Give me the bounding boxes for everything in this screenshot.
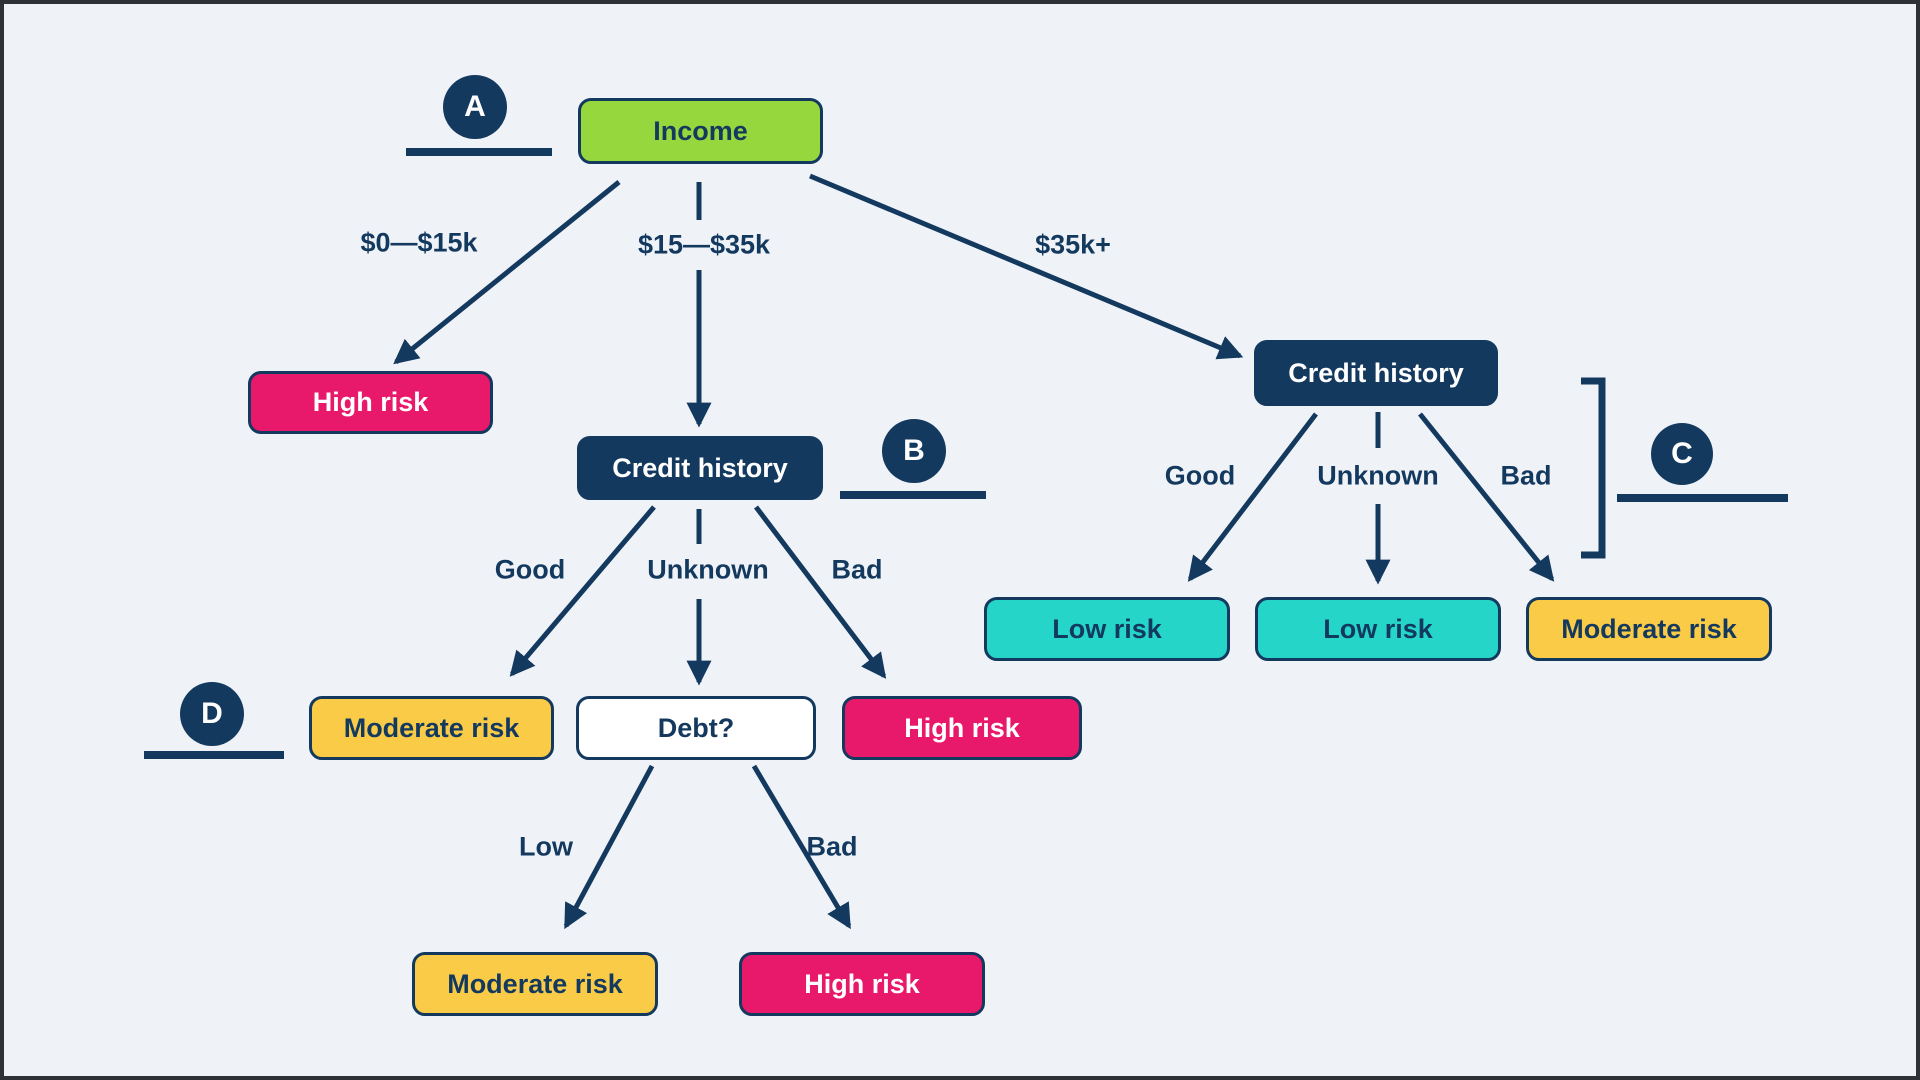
node-credit-history-left: Credit history <box>577 436 823 500</box>
edge-income-to-credit-history-right <box>809 173 1244 360</box>
edge-label-left-bad: Bad <box>831 554 883 585</box>
node-high-risk-bottom: High risk <box>739 952 985 1016</box>
node-high-risk-1: High risk <box>248 371 493 434</box>
marker-b: B <box>882 419 946 483</box>
node-low-risk-2: Low risk <box>1255 597 1501 661</box>
marker-d: D <box>180 682 244 746</box>
edge-label-left-unknown: Unknown <box>647 554 769 585</box>
node-credit-history-right: Credit history <box>1254 340 1498 406</box>
node-moderate-risk-bottom: Moderate risk <box>412 952 658 1016</box>
marker-c: C <box>1651 423 1713 485</box>
marker-a: A <box>443 75 507 139</box>
node-debt: Debt? <box>576 696 816 760</box>
edge-label-income-35k-plus: $35k+ <box>1035 229 1111 260</box>
edge-credit-left-bad-to-high-risk <box>754 505 887 679</box>
edge-income-to-high-risk-1 <box>393 180 621 365</box>
edge-label-left-good: Good <box>494 554 566 585</box>
marker-a-underline <box>406 148 552 156</box>
edge-label-debt-bad: Bad <box>806 831 858 862</box>
bracket-c-icon <box>1581 377 1606 559</box>
edge-debt-low-to-moderate-risk <box>563 764 655 930</box>
edge-label-income-15-35k: $15—$35k <box>637 229 771 260</box>
marker-b-underline <box>840 491 986 499</box>
edge-credit-left-good-to-moderate-risk <box>509 505 656 677</box>
edge-label-right-bad: Bad <box>1500 460 1552 491</box>
marker-c-underline <box>1617 494 1788 502</box>
edge-credit-right-good-to-low-risk <box>1187 412 1318 582</box>
edge-label-right-unknown: Unknown <box>1317 460 1439 491</box>
node-moderate-risk-d: Moderate risk <box>309 696 554 760</box>
marker-d-underline <box>144 751 284 759</box>
connector-layer <box>393 173 1606 930</box>
edge-label-income-0-15k: $0—$15k <box>360 227 478 258</box>
node-low-risk-1: Low risk <box>984 597 1230 661</box>
node-moderate-risk-right: Moderate risk <box>1526 597 1772 661</box>
node-high-risk-mid: High risk <box>842 696 1082 760</box>
node-income: Income <box>578 98 823 164</box>
edge-label-debt-low: Low <box>519 831 573 862</box>
edge-label-right-good: Good <box>1164 460 1236 491</box>
edge-credit-right-bad-to-moderate-risk <box>1418 412 1555 582</box>
